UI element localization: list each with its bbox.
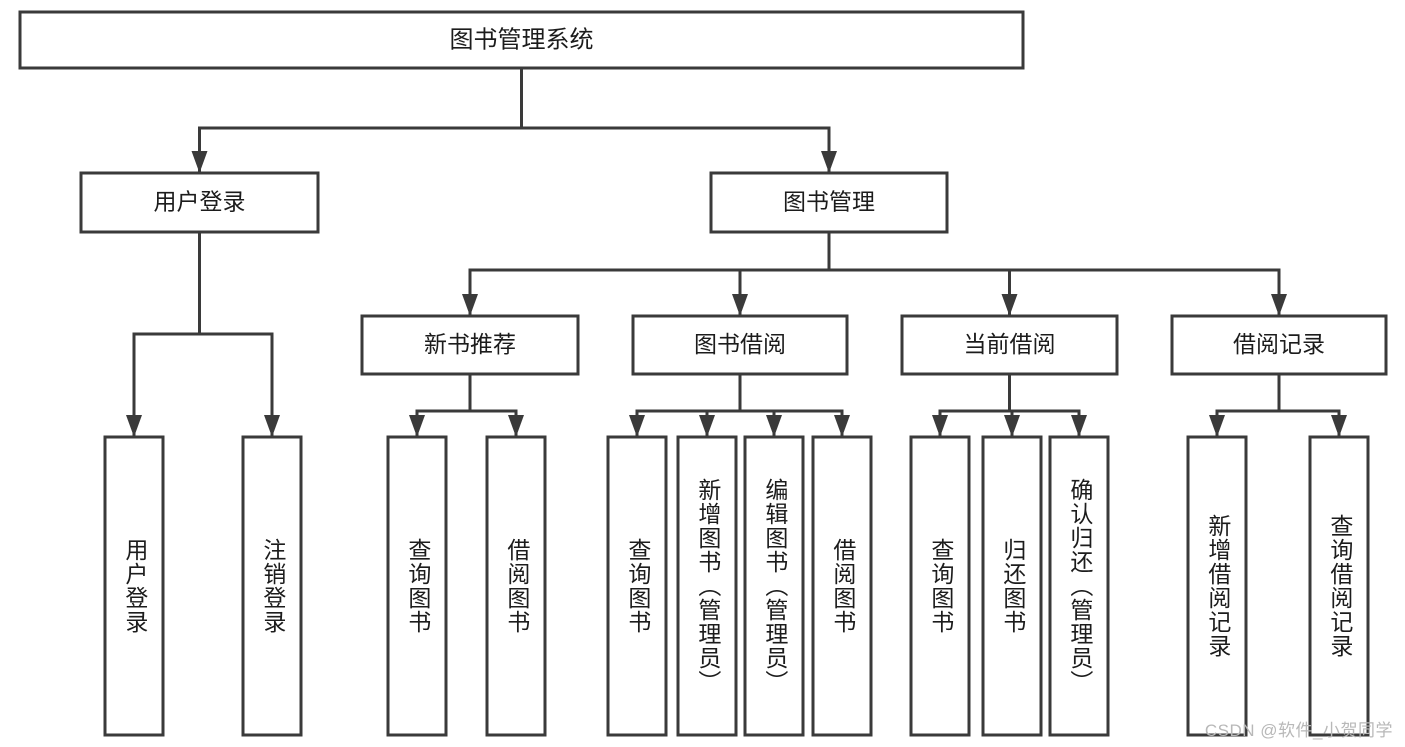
arrow-head-icon [126, 415, 142, 437]
level2-node-label-1: 图书管理 [783, 189, 875, 215]
arrow-head-icon [629, 415, 645, 437]
node-boxes [18, 10, 1388, 737]
arrow-head-icon [1004, 415, 1020, 437]
leaf-node-box-0[interactable] [103, 435, 165, 737]
arrow-head-icon [821, 151, 837, 173]
leaf-node-box-1[interactable] [241, 435, 303, 737]
arrow-head-icon [1331, 415, 1347, 437]
level3-node-label-3: 借阅记录 [1233, 331, 1325, 357]
level2-node-box-0[interactable] [79, 171, 320, 234]
leaf-node-box-7[interactable] [811, 435, 873, 737]
level3-node-box-3[interactable] [1170, 314, 1388, 376]
watermark-text: CSDN @软件_小贺同学 [1204, 721, 1393, 740]
leaf-node-box-3[interactable] [485, 435, 547, 737]
level3-node-box-1[interactable] [631, 314, 849, 376]
arrow-head-icon [732, 294, 748, 316]
root-node-label: 图书管理系统 [450, 26, 594, 53]
leaf-node-box-2[interactable] [386, 435, 448, 737]
leaf-node-box-9[interactable] [981, 435, 1043, 737]
level3-node-label-1: 图书借阅 [694, 331, 786, 357]
root-node-box[interactable] [18, 10, 1025, 70]
level3-node-label-2: 当前借阅 [964, 331, 1056, 357]
arrow-head-icon [1001, 294, 1018, 316]
leaf-node-box-4[interactable] [606, 435, 668, 737]
arrow-head-icon [1271, 294, 1287, 316]
arrow-head-icon [1209, 415, 1225, 437]
arrow-head-icon [264, 415, 280, 437]
level3-node-label-0: 新书推荐 [424, 331, 516, 357]
arrow-head-icon [932, 415, 948, 437]
leaf-node-box-8[interactable] [909, 435, 971, 737]
leaf-node-box-5[interactable] [676, 435, 738, 737]
arrow-head-icon [834, 415, 850, 437]
level3-node-box-0[interactable] [360, 314, 580, 376]
leaf-node-box-10[interactable] [1048, 435, 1110, 737]
arrow-head-icon [1071, 415, 1087, 437]
level2-node-box-1[interactable] [709, 171, 949, 234]
leaf-node-box-12[interactable] [1308, 435, 1370, 737]
leaf-node-box-11[interactable] [1186, 435, 1248, 737]
arrow-head-icon [508, 415, 524, 437]
arrow-head-icon [766, 415, 782, 437]
level2-node-label-0: 用户登录 [154, 189, 246, 215]
leaf-node-box-6[interactable] [743, 435, 805, 737]
arrow-head-icon [462, 294, 478, 316]
connector-lines [126, 66, 1347, 438]
arrow-head-icon [699, 415, 715, 437]
arrow-head-icon [409, 415, 425, 437]
arrow-head-icon [191, 151, 208, 173]
level3-node-box-2[interactable] [900, 314, 1119, 376]
